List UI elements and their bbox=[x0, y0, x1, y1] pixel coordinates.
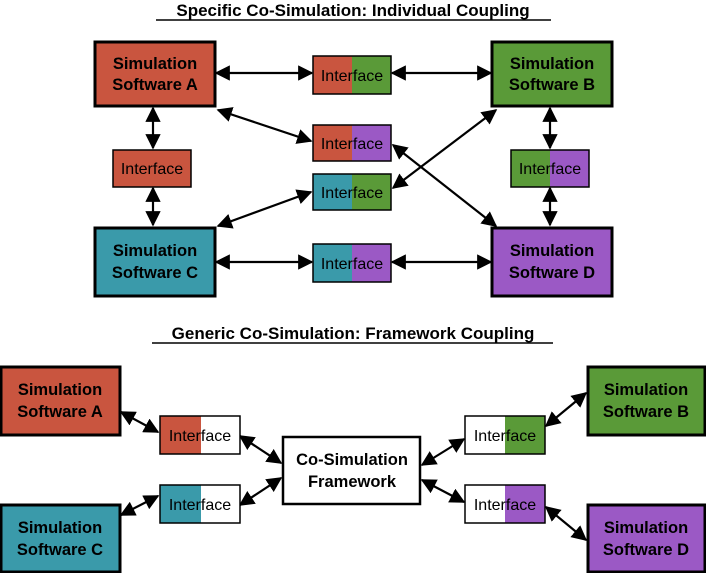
svg-text:Interface: Interface bbox=[321, 256, 383, 273]
svg-text:Interface: Interface bbox=[169, 497, 231, 514]
svg-text:Simulation: Simulation bbox=[113, 242, 197, 260]
svg-text:Simulation: Simulation bbox=[604, 381, 688, 399]
svg-text:Interface: Interface bbox=[474, 497, 536, 514]
svg-text:Software D: Software D bbox=[603, 541, 689, 559]
svg-text:Software B: Software B bbox=[603, 403, 689, 421]
top-interface-a-d: Interface bbox=[312, 124, 392, 162]
svg-text:Simulation: Simulation bbox=[18, 381, 102, 399]
svg-text:Co-Simulation: Co-Simulation bbox=[296, 451, 408, 469]
svg-text:Interface: Interface bbox=[519, 161, 581, 178]
svg-text:Software A: Software A bbox=[17, 403, 103, 421]
svg-text:Simulation: Simulation bbox=[113, 55, 197, 73]
bottom-title: Generic Co-Simulation: Framework Couplin… bbox=[172, 324, 535, 343]
top-software-d-box: Simulation Software D bbox=[490, 226, 614, 298]
top-interface-b-d: Interface bbox=[510, 149, 590, 188]
svg-text:Software C: Software C bbox=[17, 541, 103, 559]
bottom-interface-b: Interface bbox=[464, 415, 546, 455]
svg-text:Software A: Software A bbox=[112, 76, 198, 94]
svg-text:Simulation: Simulation bbox=[510, 55, 594, 73]
svg-text:Framework: Framework bbox=[308, 473, 397, 491]
bottom-interface-a: Interface bbox=[159, 415, 241, 455]
bottom-arrows bbox=[119, 392, 588, 541]
top-title: Specific Co-Simulation: Individual Coupl… bbox=[176, 1, 529, 20]
top-interface-a-b: Interface bbox=[312, 55, 392, 95]
top-interface-c-d: Interface bbox=[312, 243, 392, 283]
svg-text:Simulation: Simulation bbox=[604, 519, 688, 537]
bottom-software-a-box: Simulation Software A bbox=[0, 365, 122, 437]
svg-text:Software B: Software B bbox=[509, 76, 595, 94]
bottom-software-c-box: Simulation Software C bbox=[0, 503, 122, 573]
svg-text:Software D: Software D bbox=[509, 264, 595, 282]
bottom-interface-c: Interface bbox=[159, 484, 241, 524]
svg-text:Software C: Software C bbox=[112, 264, 198, 282]
bottom-software-d-box: Simulation Software D bbox=[586, 503, 706, 573]
svg-text:Interface: Interface bbox=[121, 161, 183, 178]
top-software-c-box: Simulation Software C bbox=[93, 226, 217, 298]
top-interface-a-c: Interface bbox=[112, 149, 192, 188]
svg-text:Interface: Interface bbox=[169, 428, 231, 445]
top-software-a-box: Simulation Software A bbox=[93, 40, 217, 108]
svg-text:Simulation: Simulation bbox=[18, 519, 102, 537]
bottom-software-b-box: Simulation Software B bbox=[586, 365, 706, 437]
bottom-interface-d: Interface bbox=[464, 484, 546, 524]
svg-text:Simulation: Simulation bbox=[510, 242, 594, 260]
top-arrows bbox=[145, 65, 558, 270]
top-interface-c-b: Interface bbox=[312, 173, 392, 211]
svg-text:Interface: Interface bbox=[321, 136, 383, 153]
top-software-b-box: Simulation Software B bbox=[490, 40, 614, 108]
cosimulation-framework-box: Co-Simulation Framework bbox=[281, 435, 422, 506]
svg-text:Interface: Interface bbox=[321, 68, 383, 85]
svg-text:Interface: Interface bbox=[474, 428, 536, 445]
svg-text:Interface: Interface bbox=[321, 185, 383, 202]
